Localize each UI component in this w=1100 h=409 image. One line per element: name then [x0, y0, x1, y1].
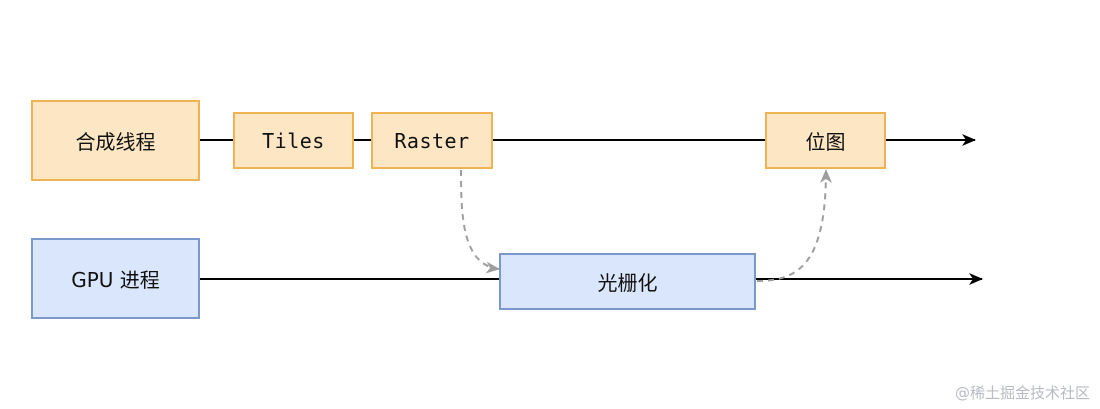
compositor-thread-label: 合成线程: [75, 130, 156, 154]
raster-label: Raster: [394, 128, 470, 153]
bitmap-label: 位图: [805, 130, 846, 154]
rasterization-label: 光栅化: [597, 271, 658, 295]
raster-box: Raster: [371, 112, 493, 169]
gpu-process-box: GPU 进程: [31, 238, 200, 319]
rasterize-to-bitmap-arrow: [756, 169, 832, 282]
gpu-process-label: GPU 进程: [71, 268, 160, 292]
compositor-thread-box: 合成线程: [31, 100, 200, 181]
watermark: @稀土掘金技术社区: [954, 384, 1090, 402]
tiles-label: Tiles: [262, 128, 325, 153]
tiles-box: Tiles: [233, 112, 354, 169]
rasterization-box: 光栅化: [499, 253, 756, 310]
raster-to-rasterize-arrow: [460, 169, 500, 274]
bitmap-box: 位图: [765, 112, 886, 169]
